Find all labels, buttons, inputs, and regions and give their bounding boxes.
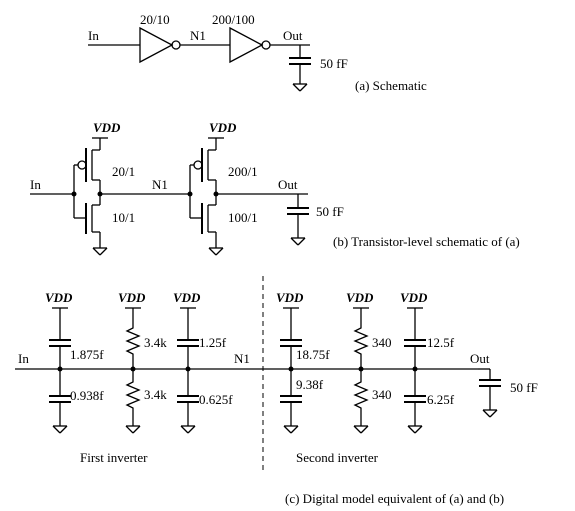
schematic-load-cap-value: 50 fF — [320, 56, 348, 71]
transistor-load-cap-value: 50 fF — [316, 204, 344, 219]
transistor-load-capacitor — [287, 194, 309, 246]
r2-up-value: 340 — [372, 335, 392, 350]
c2-in-down-capacitor — [280, 369, 302, 434]
c-in-down-capacitor — [49, 369, 71, 434]
model-section: In N1 Out VDD VDD VDD VDD VDD VDD 1.875f — [15, 276, 538, 506]
pmos-2 — [190, 138, 217, 197]
nmos-1 — [74, 197, 108, 256]
first-inverter-label: First inverter — [80, 450, 148, 465]
c2-out-up-value: 12.5f — [427, 335, 455, 350]
model-node-label: N1 — [234, 351, 250, 366]
pmos-1 — [74, 138, 101, 197]
c1-out-down-value: 0.625f — [199, 392, 233, 407]
c1-out-down-capacitor — [177, 369, 199, 434]
model-load-capacitor — [478, 368, 501, 418]
model-vdd-3-label: VDD — [173, 290, 201, 305]
pmos-2-size: 200/1 — [228, 164, 258, 179]
transistor-caption: (b) Transistor-level schematic of (a) — [333, 234, 520, 249]
nmos-2 — [190, 197, 224, 256]
transistor-in-label: In — [30, 177, 41, 192]
r1-down-resistor — [125, 369, 141, 434]
model-caption: (c) Digital model equivalent of (a) and … — [285, 491, 504, 506]
c1-out-up-capacitor — [177, 308, 199, 369]
model-out-label: Out — [470, 351, 490, 366]
model-vdd-5-label: VDD — [346, 290, 374, 305]
r2-down-value: 340 — [372, 387, 392, 402]
c-in-down-value: 0.938f — [70, 388, 104, 403]
second-inverter-label: Second inverter — [296, 450, 379, 465]
c-in-up-value: 1.875f — [70, 347, 104, 362]
nmos-1-size: 10/1 — [112, 210, 135, 225]
r2-up-resistor — [353, 308, 369, 369]
model-load-cap-value: 50 fF — [510, 380, 538, 395]
model-vdd-4-label: VDD — [276, 290, 304, 305]
schematic-node-label: N1 — [190, 28, 206, 43]
schematic-section: In 20/10 N1 200/100 Out 50 fF (a) Schema… — [88, 12, 427, 93]
transistor-node-label: N1 — [152, 177, 168, 192]
r1-down-value: 3.4k — [144, 387, 167, 402]
c2-in-up-capacitor — [280, 308, 302, 369]
schematic-caption: (a) Schematic — [355, 78, 427, 93]
c2-out-up-capacitor — [404, 308, 426, 369]
schematic-in-label: In — [88, 28, 99, 43]
transistor-vdd-1-label: VDD — [93, 120, 121, 135]
schematic-inverter-1 — [139, 26, 181, 64]
transistor-out-label: Out — [278, 177, 298, 192]
r1-up-value: 3.4k — [144, 335, 167, 350]
c2-out-down-value: 6.25f — [427, 392, 455, 407]
r2-down-resistor — [353, 369, 369, 434]
model-vdd-2-label: VDD — [118, 290, 146, 305]
pmos-1-size: 20/1 — [112, 164, 135, 179]
model-vdd-6-label: VDD — [400, 290, 428, 305]
schematic-out-label: Out — [283, 28, 303, 43]
schematic-inverter-2 — [229, 26, 271, 64]
c2-in-down-value: 9.38f — [296, 377, 324, 392]
schematic-load-capacitor — [289, 45, 311, 92]
transistor-section: VDD 20/1 10/1 In — [30, 120, 520, 256]
r1-up-resistor — [125, 308, 141, 369]
c2-out-down-capacitor — [404, 369, 426, 434]
model-in-label: In — [18, 351, 29, 366]
c1-out-up-value: 1.25f — [199, 335, 227, 350]
schematic-inverter-2-size: 200/100 — [212, 12, 255, 27]
nmos-2-size: 100/1 — [228, 210, 258, 225]
model-vdd-1-label: VDD — [45, 290, 73, 305]
transistor-vdd-2-label: VDD — [209, 120, 237, 135]
c2-in-up-value: 18.75f — [296, 347, 330, 362]
schematic-inverter-1-size: 20/10 — [140, 12, 170, 27]
c-in-up-capacitor — [49, 308, 71, 369]
